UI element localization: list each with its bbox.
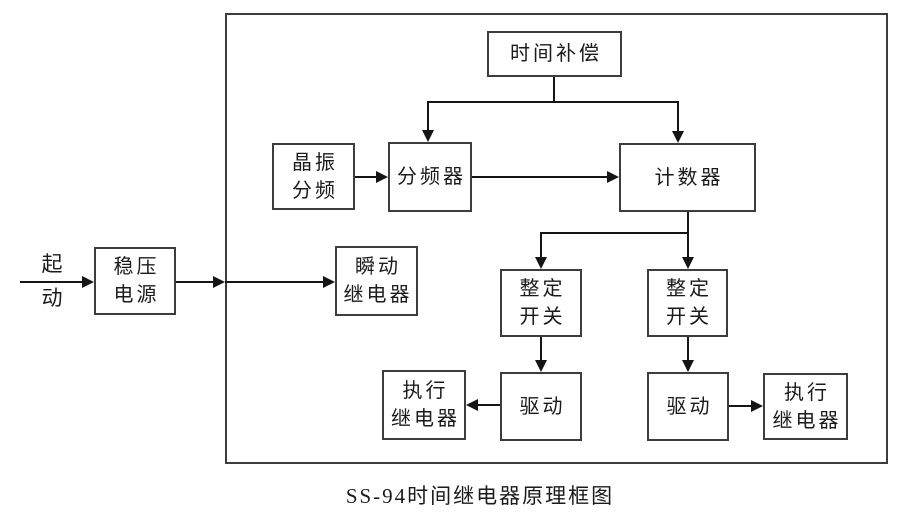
arrowhead-compensation-to-divider <box>422 130 434 142</box>
line-drive-left-to-exec-left <box>478 404 500 406</box>
block-drive-right-label: 驱动 <box>666 395 713 418</box>
block-crystal-divider-line2: 分频 <box>292 179 338 202</box>
block-exec-relay-left-line2: 继电器 <box>391 408 460 430</box>
block-setting-switch-right: 整定 开关 <box>647 269 728 337</box>
start-label-line2: 动 <box>41 286 63 310</box>
arrowhead-counter-to-switch-left <box>535 257 547 269</box>
block-exec-relay-right-line2: 继电器 <box>772 409 842 432</box>
arrowhead-start-to-regulator <box>82 276 94 288</box>
block-counter: 计数器 <box>619 143 756 212</box>
line-start-to-regulator <box>20 281 84 283</box>
block-frequency-divider-label: 分频器 <box>397 166 466 188</box>
block-setting-switch-left-line1: 整定 <box>519 278 566 300</box>
block-setting-switch-right-line1: 整定 <box>666 278 712 300</box>
diagram-caption: SS-94时间继电器原理框图 <box>345 484 615 508</box>
arrowhead-drive-right-to-exec-right <box>751 400 763 412</box>
arrowhead-regulator-to-enclosure <box>213 276 225 288</box>
line-regulator-to-enclosure <box>176 281 214 283</box>
line-compensation-to-counter <box>677 101 679 132</box>
line-switch-left-to-drive-left <box>540 337 542 361</box>
block-exec-relay-left-line1: 执行 <box>402 380 449 402</box>
block-setting-switch-left-line2: 开关 <box>519 306 566 328</box>
arrowhead-divider-to-counter <box>607 171 619 183</box>
block-instant-relay-line1: 瞬动 <box>355 256 401 278</box>
arrowhead-drive-left-to-exec-left <box>466 399 478 411</box>
arrowhead-switch-right-to-drive-right <box>682 360 694 372</box>
start-label-line1: 起 <box>41 252 63 276</box>
line-compensation-to-divider <box>427 101 429 131</box>
block-drive-left: 驱动 <box>500 372 582 441</box>
block-crystal-divider-line1: 晶振 <box>292 151 338 174</box>
block-exec-relay-right-line1: 执行 <box>784 381 830 404</box>
arrowhead-compensation-to-counter <box>672 131 684 143</box>
line-drive-right-to-exec-right <box>729 405 752 407</box>
block-time-compensation: 时间补偿 <box>487 31 622 77</box>
arrowhead-switch-left-to-drive-left <box>535 360 547 372</box>
start-label: 起 动 <box>34 253 70 309</box>
block-instant-relay-line2: 继电器 <box>343 284 413 306</box>
line-crystal-to-divider <box>355 176 377 178</box>
block-drive-left-label: 驱动 <box>519 395 566 418</box>
block-counter-label: 计数器 <box>654 166 724 189</box>
line-compensation-branch <box>427 101 679 103</box>
line-counter-to-switch-left <box>540 232 542 258</box>
block-drive-right: 驱动 <box>647 372 729 441</box>
block-exec-relay-right: 执行 继电器 <box>763 373 848 440</box>
block-instant-relay: 瞬动 继电器 <box>335 246 418 316</box>
block-voltage-regulator-line1: 稳压 <box>113 256 160 278</box>
arrowhead-counter-to-switch-right <box>682 257 694 269</box>
block-crystal-divider: 晶振 分频 <box>272 143 355 210</box>
block-exec-relay-left: 执行 继电器 <box>382 370 466 440</box>
line-compensation-stem <box>553 77 555 103</box>
block-voltage-regulator-line2: 电源 <box>113 284 160 306</box>
arrowhead-crystal-to-divider <box>376 171 388 183</box>
line-counter-to-switch-right <box>687 234 689 258</box>
line-counter-stem <box>687 212 689 234</box>
block-frequency-divider: 分频器 <box>388 142 472 212</box>
line-divider-to-counter <box>472 176 608 178</box>
line-enclosure-to-instant-relay <box>225 281 323 283</box>
line-counter-branch <box>540 232 689 234</box>
block-voltage-regulator: 稳压 电源 <box>94 247 176 315</box>
block-time-compensation-label: 时间补偿 <box>510 43 602 65</box>
enclosure-border <box>225 13 888 464</box>
block-setting-switch-right-line2: 开关 <box>666 306 712 328</box>
line-switch-right-to-drive-right <box>687 337 689 361</box>
block-setting-switch-left: 整定 开关 <box>500 269 582 337</box>
arrowhead-enclosure-to-instant-relay <box>323 276 335 288</box>
